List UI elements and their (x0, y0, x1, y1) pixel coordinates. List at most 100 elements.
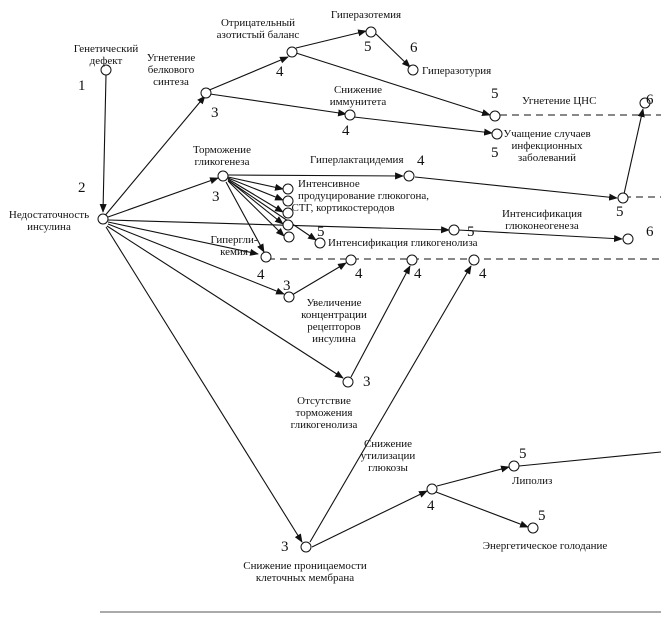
label-line: утилизации (361, 450, 416, 462)
label-line: Интенсивное (298, 178, 360, 190)
edge-glycog-lactic (227, 172, 404, 180)
label-genetic-defect: Генетический дефект (74, 43, 139, 67)
label-line: инфекционных (511, 140, 583, 152)
node-circle-gluc4 (282, 219, 294, 231)
edge-glycog-gluc1 (227, 176, 284, 191)
label-glucose-utilization: Снижение утилизации глюкозы (361, 438, 416, 474)
edge-glycog-gluc4 (227, 179, 284, 225)
label-receptors: Увеличение концентрации рецепторов инсул… (301, 297, 367, 345)
edge-insuf-protsyn (102, 95, 206, 219)
node-circle-negbal (286, 46, 298, 58)
node-circle-glycolysis (345, 254, 357, 266)
node-circle-gluc2 (282, 195, 294, 207)
label-hyperglycemia: Гипергли- кемия (210, 234, 257, 258)
edge-insuf-perm (105, 226, 303, 543)
label-line: иммунитета (330, 96, 387, 108)
label-negative-balance: Отрицательный азотистый баланс (217, 17, 300, 41)
dashed-guides (268, 114, 661, 260)
label-line: Гипергли- (210, 234, 257, 246)
node-circle-cns6 (639, 97, 651, 109)
label-line: рецепторов (307, 321, 360, 333)
label-line: азотистый баланс (217, 29, 300, 41)
label-line: инсулина (27, 221, 71, 233)
node-circle-notinh (342, 376, 354, 388)
label-lipolysis: Липолиз (512, 475, 552, 487)
label-line: концентрации (301, 309, 367, 321)
label-immunity: Снижение иммунитета (330, 84, 387, 108)
label-glycogenolysis: Интенсификация гликогенолиза (328, 237, 478, 249)
label-line: гликогенолиза (291, 419, 358, 431)
label-hyperlactacidemia: Гиперлактацидемия (310, 154, 404, 166)
node-circle-hypergl (260, 251, 272, 263)
label-hyperazoturia: Гиперазотурия (422, 65, 491, 77)
node-number-insuf: 2 (78, 180, 86, 196)
edge-perm-glyc4c (309, 265, 472, 543)
label-line: СТГ, кортикостеродов (291, 202, 394, 214)
label-line: заболеваний (518, 152, 576, 164)
node-circle-gluc1 (282, 183, 294, 195)
label-insulin-deficiency: Недостаточность инсулина (9, 209, 89, 233)
node-number-notinh: 3 (363, 374, 371, 390)
node-number-lipol: 5 (519, 446, 527, 462)
edge-notinh-glyc4b (350, 265, 411, 378)
label-line: Отсутствие (297, 395, 351, 407)
node-number-recept: 3 (283, 278, 291, 294)
edge-protsyn-negbal (206, 56, 289, 92)
edge-gen-insuf (99, 74, 107, 213)
node-circle-recept (283, 291, 295, 303)
label-line: Отрицательный (221, 17, 295, 29)
node-circle-hyperaz (365, 26, 377, 38)
node-circles (97, 26, 651, 553)
edge-glycog-gluc5 (227, 180, 285, 237)
node-number-hypergl: 4 (257, 267, 265, 283)
label-protein-synthesis: Угнетение белкового синтеза (147, 52, 196, 88)
node-circle-gluc3 (282, 207, 294, 219)
node-circle-immun (344, 109, 356, 121)
node-circle-infect (491, 128, 503, 140)
node-circle-glucutil (426, 483, 438, 495)
edge-glucutil-lipol (436, 465, 510, 487)
label-line: гликогенеза (195, 156, 250, 168)
node-labels: Генетический дефект Недостаточность инсу… (9, 9, 607, 584)
label-line: кемия (220, 246, 248, 258)
label-glycogenesis: Торможение гликогенеза (193, 144, 251, 168)
node-number-hyperazur: 6 (410, 40, 418, 56)
label-line: Снижение проницаемости (243, 560, 367, 572)
edge-hyperaz-hyperazur (375, 33, 411, 68)
label-line: синтеза (153, 76, 189, 88)
node-numbers: 1 2 3 4 5 6 4 5 5 6 3 4 5 5 6 4 5 4 4 4 … (78, 39, 654, 555)
node-number-cns6: 6 (646, 92, 654, 108)
label-line: торможения (296, 407, 353, 419)
label-line: продуцирование глюкогона, (298, 190, 429, 202)
label-line: глюкозы (368, 462, 408, 474)
label-line: белкового (148, 64, 195, 76)
label-hyperazotemia: Гиперазотемия (331, 9, 401, 21)
node-number-neogen6: 6 (646, 224, 654, 240)
label-gluconeogenesis: Интенсификация глюконеогенеза (502, 208, 582, 232)
label-line: Генетический (74, 43, 139, 55)
node-circle-gen (100, 64, 112, 76)
edge-lipol-continue (518, 451, 661, 467)
node-number-lactic5: 5 (616, 204, 624, 220)
label-line: глюконеогенеза (505, 220, 579, 232)
node-circle-glyc4c (468, 254, 480, 266)
edge-insuf-notinh (106, 225, 344, 379)
label-permeability: Снижение проницаемости клеточных мембран… (243, 560, 367, 584)
edge-negbal-hyperaz (295, 29, 367, 49)
node-circle-lactic (403, 170, 415, 182)
node-circle-gluc5 (283, 231, 295, 243)
edge-glucutil-energy (435, 491, 529, 528)
node-number-negbal: 4 (276, 64, 284, 80)
edge-glycog-glyc5 (228, 180, 317, 241)
edge-glycog-gluc3 (227, 178, 284, 213)
label-line: Торможение (193, 144, 251, 156)
label-cns: Угнетение ЦНС (522, 95, 596, 107)
label-line: клеточных мембрана (256, 572, 354, 584)
edge-lactic5-cns6 (623, 108, 645, 195)
label-glucagon: Интенсивное продуцирование глюкогона, СТ… (291, 178, 429, 214)
label-line: Недостаточность (9, 209, 89, 221)
edge-immun-infect (353, 116, 493, 136)
node-number-glycolysis: 4 (355, 266, 363, 282)
edge-perm-glucutil (311, 490, 428, 548)
